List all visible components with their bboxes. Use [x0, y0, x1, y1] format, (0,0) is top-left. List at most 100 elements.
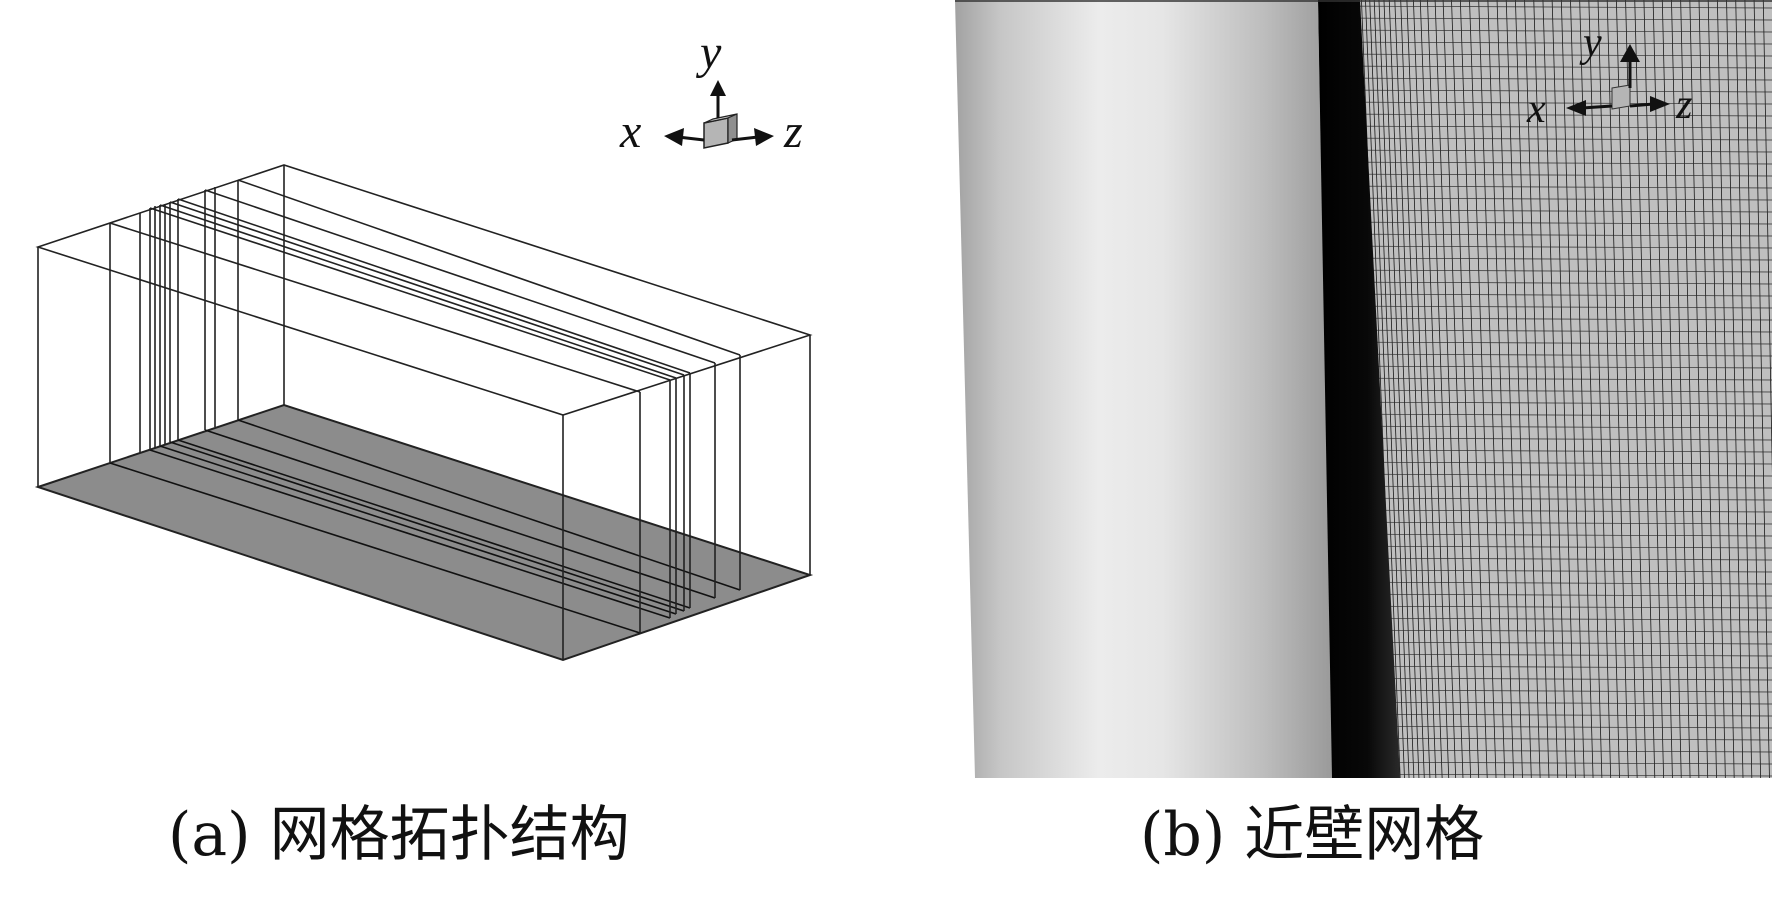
axis-label-z: z — [783, 105, 803, 158]
mesh-line-horizontal — [1329, 245, 1772, 249]
mesh-line-vertical — [1615, 0, 1638, 778]
mesh-line-vertical — [1533, 0, 1559, 778]
mesh-line-horizontal — [1329, 353, 1772, 357]
triad-cube — [1611, 84, 1631, 110]
mesh-line-horizontal — [1329, 761, 1772, 765]
mesh-line-horizontal — [1329, 713, 1772, 717]
mesh-line-horizontal — [1329, 197, 1772, 201]
mesh-line-horizontal — [1329, 317, 1772, 321]
mesh-line-vertical — [1400, 0, 1431, 778]
boundary-layer — [1318, 0, 1400, 778]
mesh-line-horizontal — [1329, 749, 1772, 753]
mesh-line-vertical — [1735, 0, 1753, 778]
mesh-line-vertical — [1560, 0, 1585, 778]
cylinder-surface — [955, 0, 1332, 778]
mesh-line-horizontal — [1329, 545, 1772, 549]
mesh-line-horizontal — [1329, 65, 1772, 69]
z-arrow-icon — [1650, 96, 1670, 112]
mesh-line-vertical — [1378, 0, 1410, 778]
mesh-line-horizontal — [1329, 89, 1772, 93]
mesh-line-horizontal — [1329, 125, 1772, 129]
mesh-line-horizontal — [1329, 629, 1772, 633]
mesh-line-horizontal — [1329, 641, 1772, 645]
mesh-line-vertical — [1478, 0, 1506, 778]
mesh-line-horizontal — [1329, 617, 1772, 621]
mesh-line-vertical — [1643, 0, 1665, 778]
mesh-line-horizontal — [1329, 173, 1772, 177]
mesh-line-horizontal — [1329, 569, 1772, 573]
mesh-line-horizontal — [1329, 701, 1772, 705]
mesh-line-horizontal — [1329, 461, 1772, 465]
axis-label-z: z — [1675, 82, 1692, 128]
mesh-line-vertical — [1597, 0, 1620, 778]
mesh-line-horizontal — [1329, 737, 1772, 741]
mesh-line-horizontal — [1329, 665, 1772, 669]
mesh-line-horizontal — [1329, 725, 1772, 729]
mesh-line-vertical — [1570, 0, 1594, 778]
mesh-line-vertical — [1606, 0, 1629, 778]
mesh-line-horizontal — [1329, 557, 1772, 561]
mesh-line-vertical — [1413, 0, 1443, 778]
mesh-line-vertical — [1744, 0, 1762, 778]
mesh-line-vertical — [1469, 0, 1497, 778]
mesh-line-horizontal — [1329, 233, 1772, 237]
mesh-line-horizontal — [1329, 449, 1772, 453]
mesh-line-horizontal — [1329, 149, 1772, 153]
mesh-line-horizontal — [1329, 329, 1772, 333]
mesh-line-vertical — [1369, 0, 1401, 778]
mesh-line-horizontal — [1329, 77, 1772, 81]
mesh-line-vertical — [1689, 0, 1709, 778]
mesh-line-horizontal — [1329, 653, 1772, 657]
mesh-line-vertical — [1487, 0, 1515, 778]
mesh-line-vertical — [1716, 0, 1735, 778]
mesh-line-horizontal — [1329, 593, 1772, 597]
x-arrow-icon — [664, 128, 684, 146]
mesh-line-horizontal — [1329, 281, 1772, 285]
domain-wireframe — [35, 164, 813, 660]
mesh-line-horizontal — [1329, 305, 1772, 309]
mesh-line-vertical — [1373, 0, 1405, 778]
mesh-line-vertical — [1434, 0, 1464, 778]
mesh-line-vertical — [1496, 0, 1523, 778]
mesh-line-horizontal — [1329, 509, 1772, 513]
mesh-line-vertical — [1451, 0, 1480, 778]
mesh-line-horizontal — [1329, 485, 1772, 489]
mesh-line-horizontal — [1329, 53, 1772, 57]
mesh-line-vertical — [1579, 0, 1603, 778]
mesh-line-horizontal — [1329, 533, 1772, 537]
mesh-line-horizontal — [1329, 365, 1772, 369]
mesh-line-horizontal — [1329, 473, 1772, 477]
mesh-line-vertical — [1442, 0, 1472, 778]
panel-a-topology: y x z — [34, 26, 814, 662]
mesh-line-horizontal — [1329, 377, 1772, 381]
panel-b-near-wall-mesh: y x z — [955, 0, 1772, 778]
mesh-line-vertical — [1726, 0, 1744, 778]
mesh-line-horizontal — [1329, 581, 1772, 585]
mesh-line-vertical — [1419, 0, 1450, 778]
floor-block-lines — [109, 419, 741, 634]
mesh-line-horizontal — [1329, 605, 1772, 609]
axis-label-x: x — [619, 105, 641, 158]
mesh-line-horizontal — [1329, 209, 1772, 213]
mesh-line-vertical — [1542, 0, 1567, 778]
mesh-line-horizontal — [1329, 185, 1772, 189]
mesh-line-vertical — [1515, 0, 1541, 778]
axis-triad-a: y x z — [619, 26, 803, 158]
axis-label-y: y — [1579, 20, 1602, 66]
mesh-line-horizontal — [1329, 497, 1772, 501]
mesh-line-vertical — [1661, 0, 1682, 778]
mesh-line-horizontal — [1329, 413, 1772, 417]
mesh-line-vertical — [1394, 0, 1425, 778]
mesh-line-horizontal — [1329, 521, 1772, 525]
mesh-line-horizontal — [1329, 425, 1772, 429]
mesh-line-horizontal — [1329, 401, 1772, 405]
mesh-line-horizontal — [1329, 17, 1772, 21]
mesh-line-vertical — [1388, 0, 1420, 778]
mesh-line-horizontal — [1329, 293, 1772, 297]
mesh-line-vertical — [1551, 0, 1576, 778]
mesh-line-horizontal — [1329, 113, 1772, 117]
mesh-line-vertical — [1753, 0, 1770, 778]
z-arrow-icon — [754, 128, 774, 146]
mesh-line-horizontal — [1329, 341, 1772, 345]
